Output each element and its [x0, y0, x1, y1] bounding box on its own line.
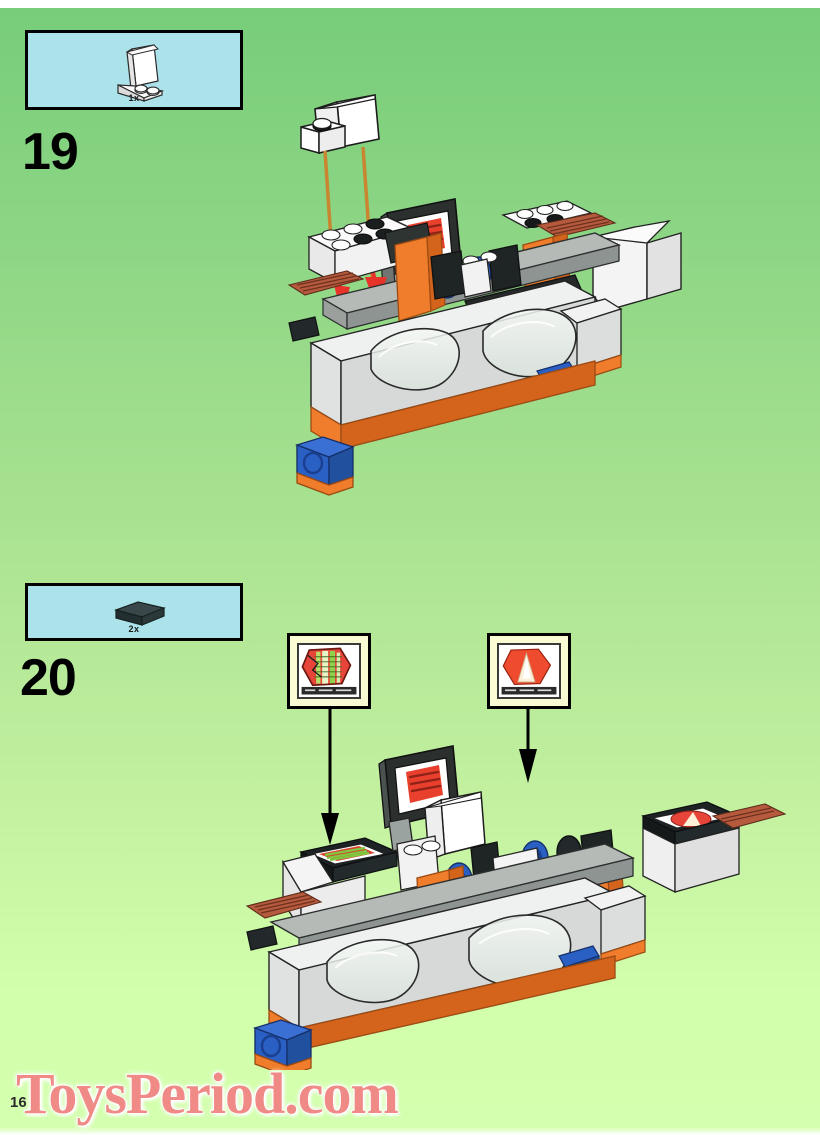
part-quantity-step-19: 1x: [128, 93, 140, 103]
applied-sticker-right: [641, 801, 742, 845]
step-number-19: 19: [22, 123, 79, 181]
watermark: ToysPeriod.com: [16, 1061, 399, 1126]
sticker-arrow-left: [310, 709, 350, 849]
sticker-callout-green-striped: [287, 633, 371, 709]
parts-callout-step-19: 1x: [25, 30, 243, 110]
cockpit-machinery: [430, 244, 522, 300]
sticker-image-red-cone: [497, 643, 561, 699]
part-illustration-seat: [28, 33, 240, 107]
page-number: 16: [10, 1094, 27, 1111]
right-stud-cluster: [501, 200, 593, 229]
assembly-illustration-step-19: [275, 85, 815, 515]
sticker-arrow-right: [508, 709, 548, 789]
floating-seat-part: [300, 94, 380, 155]
ship-main-body: [287, 200, 682, 496]
part-illustration-tile: [28, 586, 240, 638]
step-number-20: 20: [20, 649, 77, 707]
canopy-windows-step20: [326, 914, 572, 1004]
page-top-margin: [0, 0, 820, 10]
part-quantity-step-20: 2x: [128, 624, 140, 634]
cockpit-monitor-step20: [378, 745, 460, 852]
sticker-image-green-striped: [297, 643, 361, 699]
parts-callout-step-20: 2x: [25, 583, 243, 641]
page-bottom-margin: [0, 1127, 820, 1135]
ship-main-body-step20: [245, 745, 787, 1070]
sticker-callout-red-cone: [487, 633, 571, 709]
canopy-windows: [370, 308, 577, 391]
assembly-illustration-step-20: [245, 740, 815, 1070]
